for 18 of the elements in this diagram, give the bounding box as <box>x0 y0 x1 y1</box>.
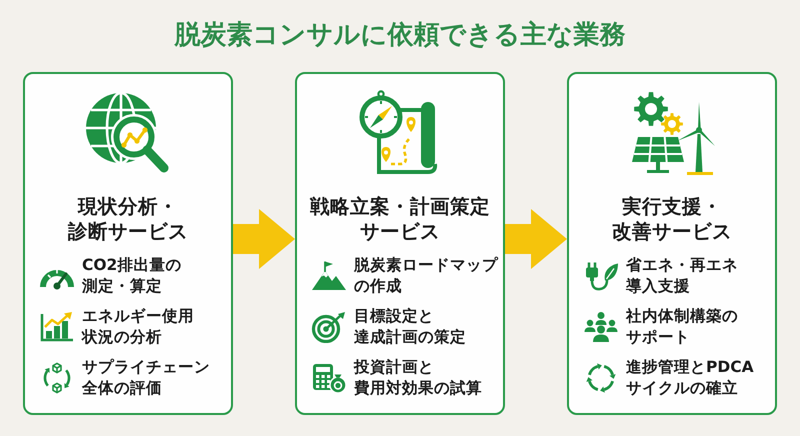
card-heading: 戦略立案・計画策定サービス <box>308 194 491 244</box>
card-heading: 実行支援・改善サービス <box>611 194 733 244</box>
service-item: 投資計画と費用対効果の試算 <box>354 357 483 399</box>
service-item: 進捗管理とPDCAサイクルの確立 <box>626 357 755 399</box>
service-card <box>567 72 777 415</box>
service-item: 社内体制構築のサポート <box>626 306 739 348</box>
diagram-title: 脱炭素コンサルに依頼できる主な業務 <box>174 19 626 52</box>
service-item: CO2排出量の測定・算定 <box>82 255 182 297</box>
service-item: サプライチェーン全体の評価 <box>82 357 211 399</box>
service-item: 目標設定と達成計画の策定 <box>354 306 467 348</box>
arrow <box>505 209 567 269</box>
service-card <box>295 72 505 415</box>
card-heading: 現状分析・診断サービス <box>66 194 189 244</box>
service-card <box>23 72 233 415</box>
service-item: 省エネ・再エネ導入支援 <box>626 255 739 297</box>
arrow <box>233 209 295 269</box>
service-item: 脱炭素ロードマップの作成 <box>354 255 500 297</box>
service-item: エネルギー使用状況の分析 <box>82 306 195 348</box>
